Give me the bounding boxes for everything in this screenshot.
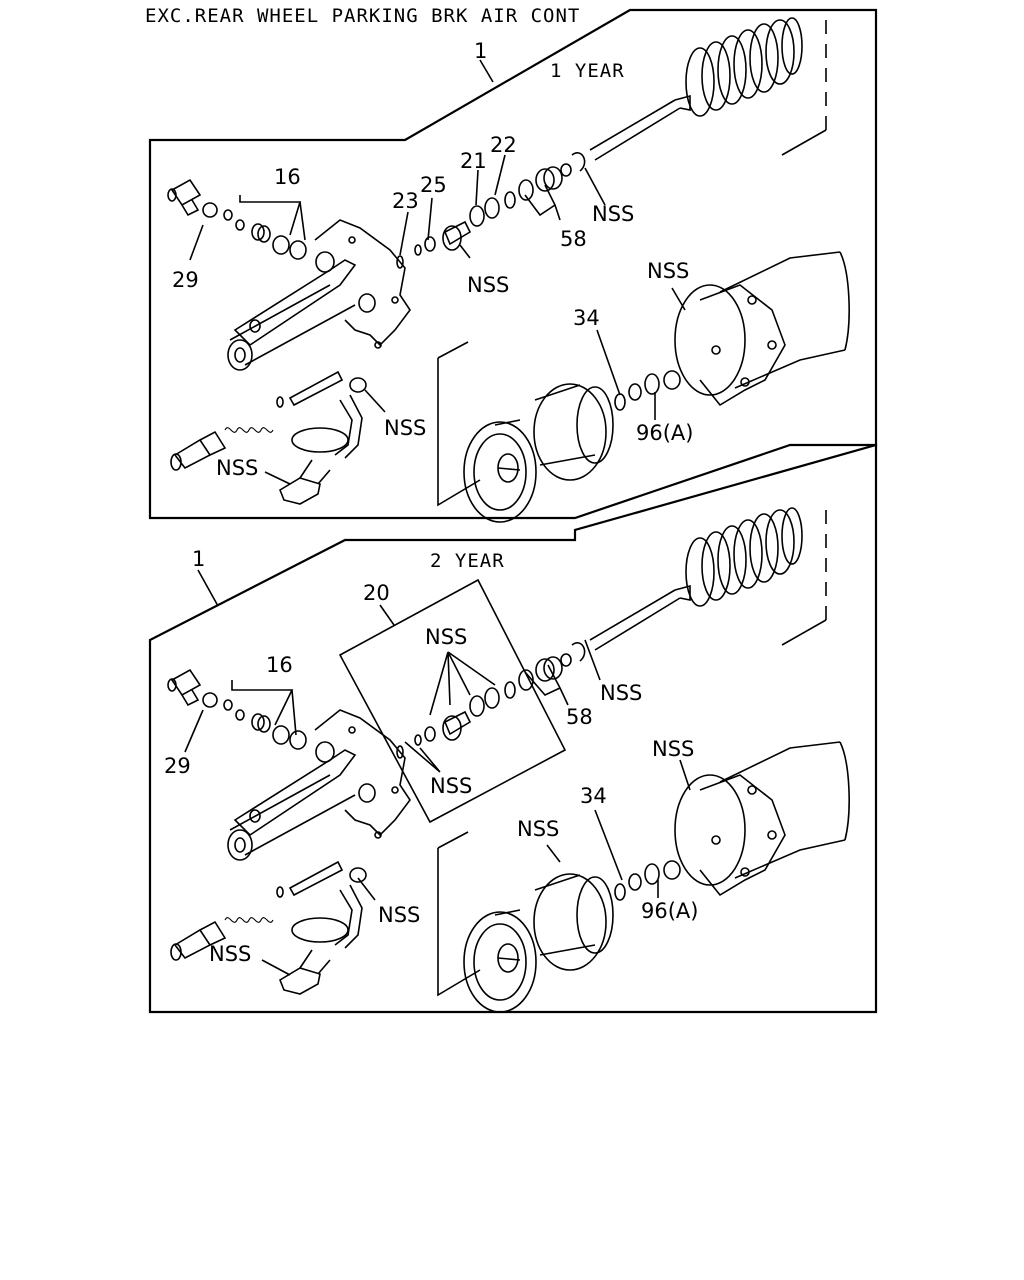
label-nss-ring: NSS (647, 259, 689, 283)
label-nss-ring-b: NSS (652, 737, 694, 761)
panel-1-frame (148, 8, 878, 520)
label-1: 1 (474, 39, 487, 63)
label-16: 16 (274, 165, 301, 189)
panel-2-year: 2 YEAR 1 20 16 29 NSS NSS NSS 58 34 NSS … (148, 443, 878, 1014)
label-nss-clamp-b: NSS (209, 942, 251, 966)
label-nss-washer: NSS (384, 416, 426, 440)
label-21: 21 (460, 149, 487, 173)
year-label-1: 1 YEAR (550, 60, 625, 82)
label-nss-kit-bottom: NSS (430, 774, 472, 798)
label-58: 58 (560, 227, 587, 251)
kit-20-box (338, 578, 567, 824)
label-29: 29 (172, 268, 199, 292)
label-20: 20 (363, 581, 390, 605)
label-nss-washer-b: NSS (378, 903, 420, 927)
panel-2-frame (148, 443, 878, 1014)
label-nss-kit-top: NSS (425, 625, 467, 649)
label-25: 25 (420, 173, 447, 197)
year-label-2: 2 YEAR (430, 550, 505, 572)
label-nss-circlip-b: NSS (600, 681, 642, 705)
label-34-b: 34 (580, 784, 607, 808)
label-nss-piston: NSS (467, 273, 509, 297)
panel-1-year: 1 YEAR 1 16 29 23 25 21 22 NSS NSS 58 34… (148, 8, 878, 523)
label-nss-seal: NSS (517, 817, 559, 841)
label-58-b: 58 (566, 705, 593, 729)
label-22: 22 (490, 133, 517, 157)
label-1-b: 1 (192, 547, 205, 571)
label-96a: 96(A) (636, 421, 693, 445)
label-96a-b: 96(A) (641, 899, 698, 923)
label-nss-circlip: NSS (592, 202, 634, 226)
label-16-b: 16 (266, 653, 293, 677)
label-29-b: 29 (164, 754, 191, 778)
diagram-title: EXC.REAR WHEEL PARKING BRK AIR CONT (145, 5, 580, 27)
label-34: 34 (573, 306, 600, 330)
assembly-1 (167, 17, 850, 523)
label-23: 23 (392, 189, 419, 213)
assembly-2 (167, 507, 850, 1013)
label-nss-clamp: NSS (216, 456, 258, 480)
